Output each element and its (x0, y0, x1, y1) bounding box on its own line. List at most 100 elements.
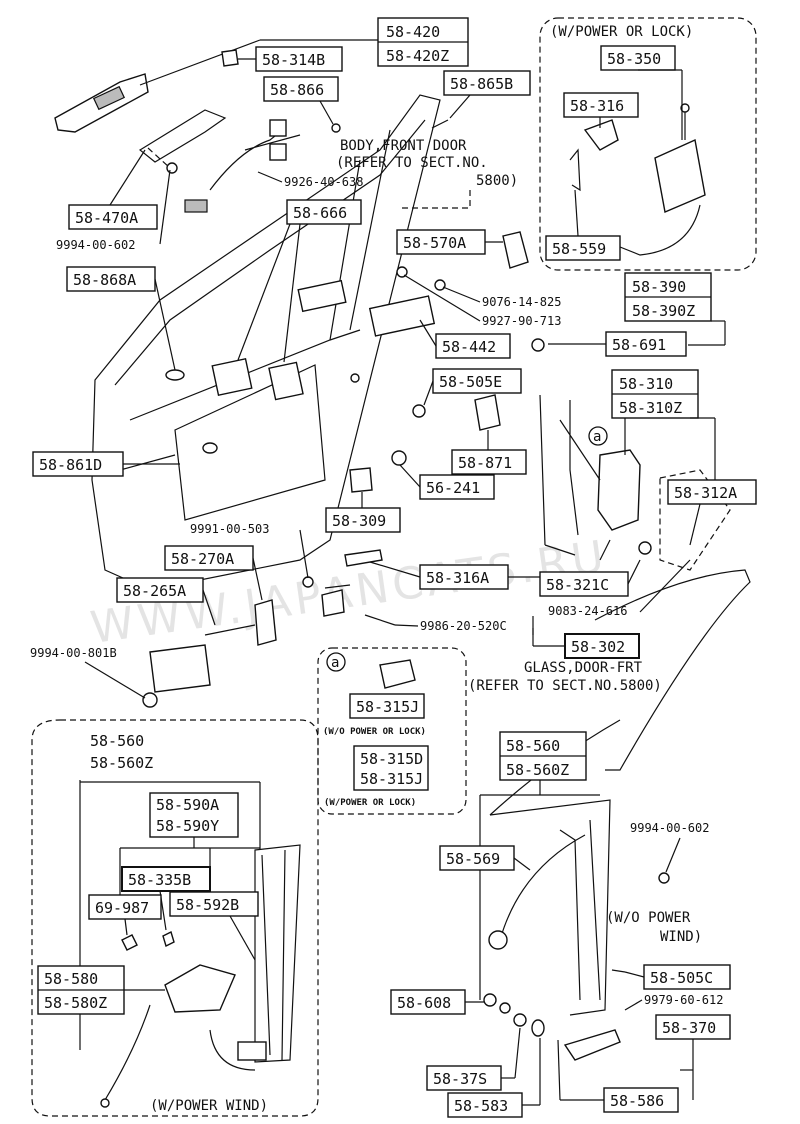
part-label-58-861d: 58-861D (32, 451, 124, 477)
part-label-58-865b: 58-865B (443, 70, 531, 96)
lock-option-box (317, 647, 467, 815)
note-glass-ref: (REFER TO SECT.NO.5800) (468, 678, 662, 694)
svg-text:58-590A: 58-590A (156, 796, 219, 814)
svg-text:58-315J: 58-315J (356, 698, 419, 716)
part-label-69-987: 69-987 (88, 894, 162, 920)
part-label-58-316a: 58-316A (419, 564, 509, 590)
svg-text:58-608: 58-608 (397, 994, 451, 1012)
note-wo-power-wind-2: WIND) (660, 929, 702, 945)
manual-regulator-illustration (483, 799, 670, 1061)
part-label-58-420: 58-420 58-420Z (377, 17, 469, 67)
note-w-power-wind: (W/POWER WIND) (150, 1098, 268, 1114)
svg-text:58-310Z: 58-310Z (619, 399, 682, 417)
part-label-58-560-left: 58-560 58-560Z (90, 732, 153, 772)
svg-text:58-315D: 58-315D (360, 750, 423, 768)
svg-text:58-302: 58-302 (571, 638, 625, 656)
part-label-58-569: 58-569 (439, 845, 515, 871)
part-label-58-375: 58-37S (426, 1065, 502, 1091)
svg-text:58-560: 58-560 (90, 732, 144, 750)
part-label-58-321c: 58-321C (539, 571, 629, 597)
bolt-9076-14-825: 9076-14-825 (482, 295, 561, 309)
bolt-9979-60-612: 9979-60-612 (644, 993, 723, 1007)
part-label-58-608: 58-608 (390, 989, 466, 1015)
svg-text:58-270A: 58-270A (171, 550, 234, 568)
svg-text:58-265A: 58-265A (123, 582, 186, 600)
svg-text:56-241: 56-241 (426, 479, 480, 497)
svg-text:58-691: 58-691 (612, 336, 666, 354)
svg-text:58-505E: 58-505E (439, 373, 502, 391)
svg-text:58-350: 58-350 (607, 50, 661, 68)
part-label-58-592b: 58-592B (169, 891, 259, 917)
svg-text:58-592B: 58-592B (176, 896, 239, 914)
bolt-9994-00-602-top: 9994-00-602 (56, 238, 135, 252)
note-wo-power-or-lock: (W/O POWER OR LOCK) (323, 727, 426, 737)
svg-text:58-312A: 58-312A (674, 484, 737, 502)
part-label-58-302: 58-302 (564, 633, 640, 659)
svg-text:58-442: 58-442 (442, 338, 496, 356)
svg-text:58-586: 58-586 (610, 1092, 664, 1110)
svg-text:58-390: 58-390 (632, 278, 686, 296)
part-label-58-309: 58-309 (325, 507, 401, 533)
svg-text:a: a (593, 429, 601, 445)
part-label-58-505c: 58-505C (643, 964, 731, 990)
part-label-58-666: 58-666 (286, 199, 362, 225)
svg-text:58-321C: 58-321C (546, 576, 609, 594)
note-power-or-lock: (W/POWER OR LOCK) (550, 24, 693, 40)
svg-text:58-315J: 58-315J (360, 770, 423, 788)
svg-text:58-560Z: 58-560Z (90, 754, 153, 772)
note-body-front-door-sect: 5800) (476, 173, 518, 189)
svg-text:69-987: 69-987 (95, 899, 149, 917)
svg-text:58-871: 58-871 (458, 454, 512, 472)
bolt-9083-24-616: 9083-24-616 (548, 604, 627, 618)
note-body-front-door-ref: (REFER TO SECT.NO. (336, 155, 488, 171)
handle-rod-illustration (138, 109, 301, 213)
part-label-58-560-right: 58-560 58-560Z (499, 731, 587, 781)
door-panel-illustration (91, 94, 441, 591)
bolt-9991-00-503: 9991-00-503 (190, 522, 269, 536)
bolt-9994-00-602-bottom: 9994-00-602 (630, 821, 709, 835)
part-label-58-315j: 58-315J (349, 693, 425, 719)
part-label-58-470a: 58-470A (68, 204, 158, 230)
svg-text:58-505C: 58-505C (650, 969, 713, 987)
part-label-58-570a: 58-570A (396, 229, 486, 255)
ref-marker-a-lock: a (588, 426, 608, 446)
note-glass-door: GLASS,DOOR-FRT (524, 660, 643, 676)
svg-text:58-316A: 58-316A (426, 569, 489, 587)
svg-text:58-868A: 58-868A (73, 271, 136, 289)
part-label-58-691: 58-691 (605, 331, 687, 357)
svg-text:58-580Z: 58-580Z (44, 994, 107, 1012)
svg-text:58-370: 58-370 (662, 1019, 716, 1037)
svg-text:58-420: 58-420 (386, 23, 440, 41)
svg-text:58-866: 58-866 (270, 81, 324, 99)
svg-text:58-310: 58-310 (619, 375, 673, 393)
svg-text:58-865B: 58-865B (450, 75, 513, 93)
part-label-58-390: 58-390 58-390Z (624, 272, 712, 322)
part-label-58-442: 58-442 (435, 333, 511, 359)
svg-text:58-37S: 58-37S (433, 1070, 487, 1088)
svg-text:58-309: 58-309 (332, 512, 386, 530)
power-wind-box (31, 719, 319, 1117)
svg-text:58-583: 58-583 (454, 1097, 508, 1115)
part-label-58-868a: 58-868A (66, 266, 156, 292)
outer-handle-illustration (54, 73, 149, 133)
part-label-58-310: 58-310 58-310Z (611, 369, 699, 419)
part-label-58-315d: 58-315D 58-315J (353, 745, 429, 791)
part-label-58-505e: 58-505E (432, 368, 522, 394)
part-label-58-316: 58-316 (563, 92, 639, 118)
bolt-9927-90-713: 9927-90-713 (482, 314, 561, 328)
svg-text:58-666: 58-666 (293, 204, 347, 222)
power-regulator-illustration (100, 844, 301, 1108)
ref-marker-a-box: a (326, 652, 346, 672)
part-label-58-580: 58-580 58-580Z (37, 965, 125, 1015)
svg-text:58-420Z: 58-420Z (386, 47, 449, 65)
note-w-power-or-lock: (W/POWER OR LOCK) (324, 798, 416, 808)
svg-text:58-314B: 58-314B (262, 51, 325, 69)
part-label-58-312a: 58-312A (667, 479, 757, 505)
part-label-56-241: 56-241 (419, 474, 495, 500)
bolt-9994-00-801b: 9994-00-801B (30, 646, 117, 660)
part-label-58-559: 58-559 (545, 235, 621, 261)
part-label-58-370: 58-370 (655, 1014, 731, 1040)
bolt-9926-40-638: 9926-40-638 (284, 175, 363, 189)
svg-text:58-390Z: 58-390Z (632, 302, 695, 320)
